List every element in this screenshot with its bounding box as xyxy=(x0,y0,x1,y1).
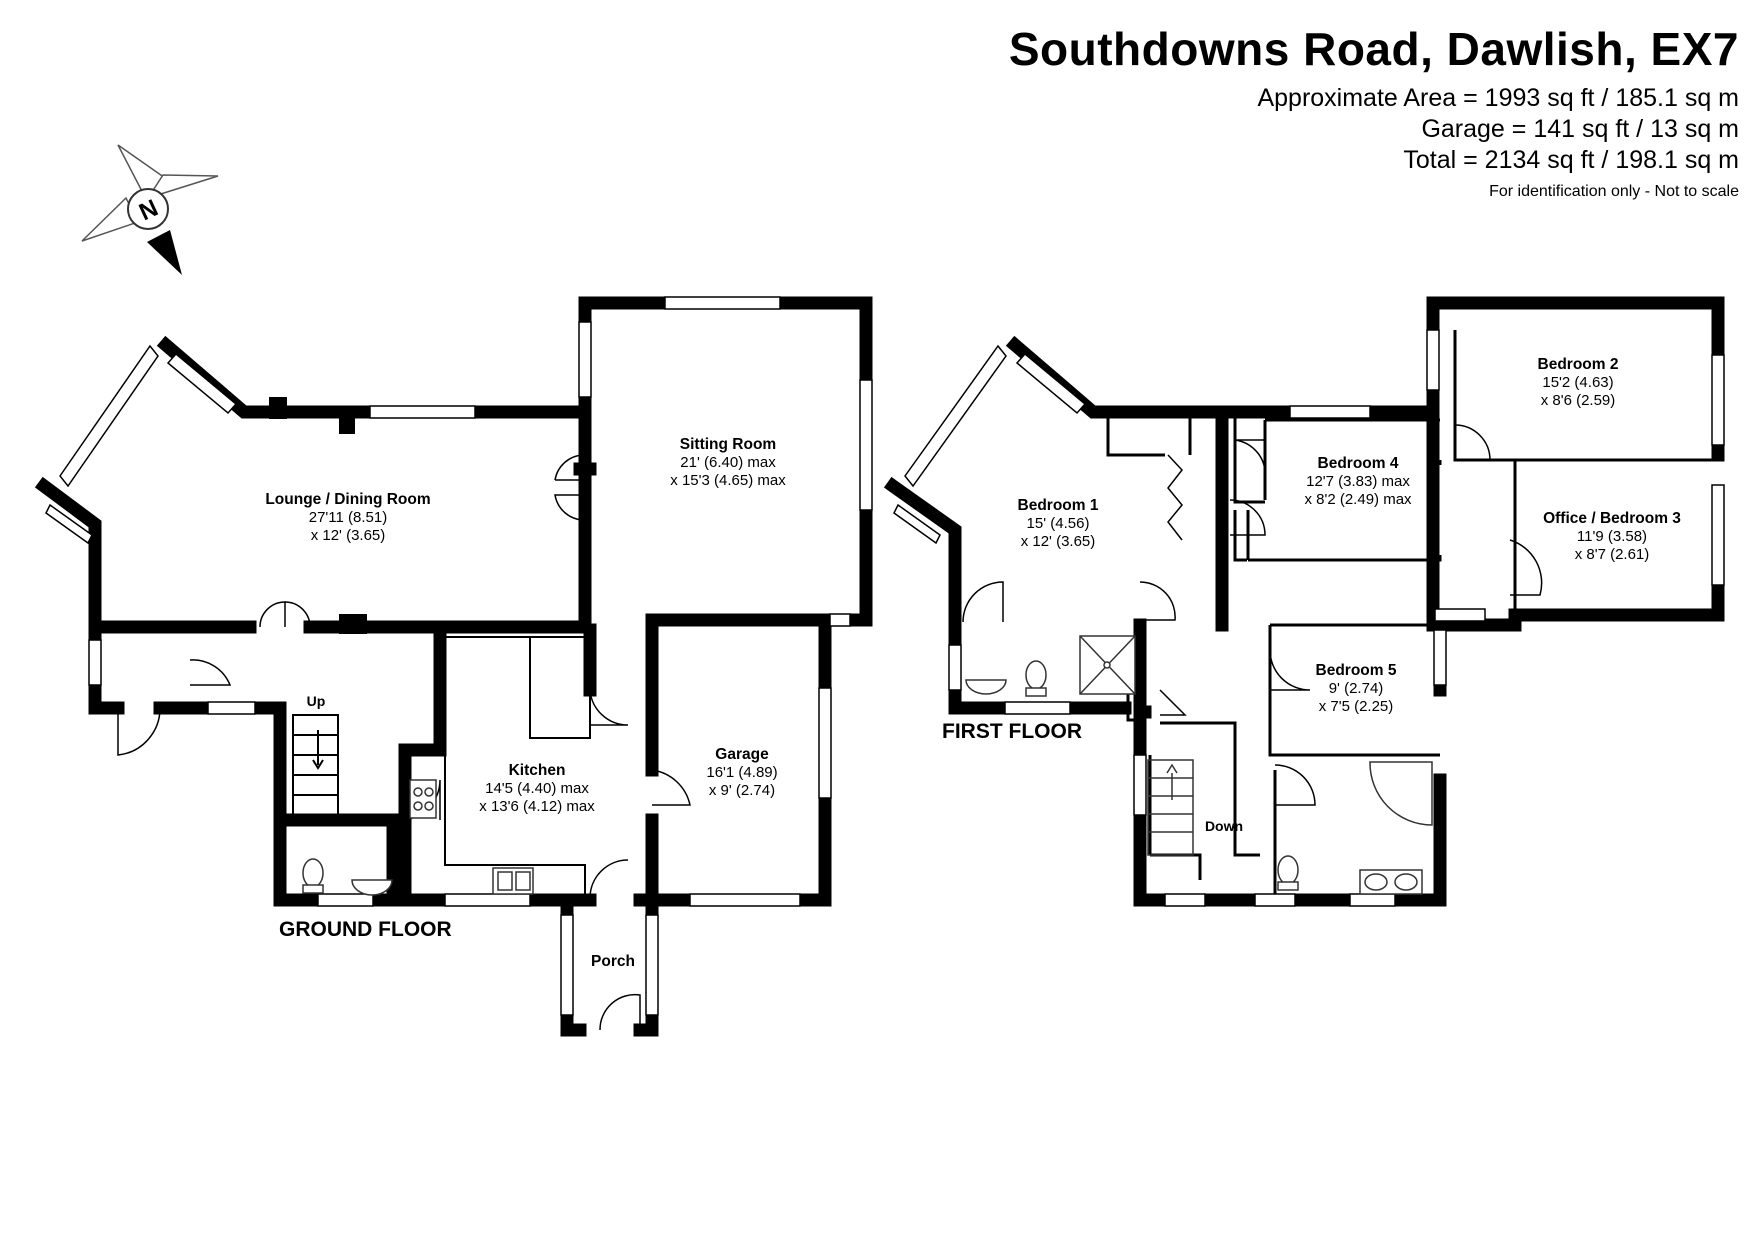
room-lounge-label: Lounge / Dining Room 27'11 (8.51) x 12' … xyxy=(265,491,430,545)
basin-icon xyxy=(351,879,393,896)
room-bedroom1-label: Bedroom 1 15' (4.56) x 12' (3.65) xyxy=(1018,497,1099,551)
room-sitting-label: Sitting Room 21' (6.40) max x 15'3 (4.65… xyxy=(670,436,785,490)
ground-wc-fixtures xyxy=(302,858,393,896)
room-dimension: x 8'6 (2.59) xyxy=(1540,392,1616,409)
room-dimension: x 13'6 (4.12) max xyxy=(479,798,595,815)
room-dimension: 15' (4.56) xyxy=(1026,515,1090,532)
room-name: Bedroom 4 xyxy=(1317,455,1399,472)
property-title: Southdowns Road, Dawlish, EX7 xyxy=(1008,23,1739,75)
approximate-area: Approximate Area = 1993 sq ft / 185.1 sq… xyxy=(1257,84,1739,112)
basin-icon xyxy=(965,679,1007,695)
toilet-icon xyxy=(1277,855,1299,885)
room-dimension: x 8'7 (2.61) xyxy=(1574,546,1650,563)
room-name: Lounge / Dining Room xyxy=(265,491,431,508)
compass-icon: N xyxy=(81,144,219,275)
room-name: Bedroom 1 xyxy=(1017,497,1099,514)
disclaimer-note: For identification only - Not to scale xyxy=(1489,183,1739,200)
hob-icon xyxy=(409,779,437,819)
room-name: Bedroom 2 xyxy=(1537,356,1619,373)
first-floor-label: FIRST FLOOR xyxy=(942,720,1082,743)
room-kitchen-label: Kitchen 14'5 (4.40) max x 13'6 (4.12) ma… xyxy=(479,762,594,816)
garage-area: Garage = 141 sq ft / 13 sq m xyxy=(1421,115,1739,143)
room-dimension: 11'9 (3.58) xyxy=(1576,528,1648,545)
total-area: Total = 2134 sq ft / 198.1 sq m xyxy=(1403,146,1739,174)
room-dimension: x 15'3 (4.65) max xyxy=(670,472,786,489)
room-name: Sitting Room xyxy=(679,436,777,453)
room-dimension: 21' (6.40) max xyxy=(680,454,776,471)
room-dimension: 27'11 (8.51) xyxy=(308,509,388,526)
room-name: Porch xyxy=(591,953,635,970)
room-bedroom4-label: Bedroom 4 12'7 (3.83) max x 8'2 (2.49) m… xyxy=(1304,455,1411,509)
room-dimension: x 9' (2.74) xyxy=(708,782,776,799)
room-dimension: x 7'5 (2.25) xyxy=(1318,698,1394,715)
room-dimension: 15'2 (4.63) xyxy=(1542,374,1614,391)
first-floor-windows xyxy=(893,329,1725,907)
room-porch-label: Porch xyxy=(591,953,635,971)
corner-shower-icon xyxy=(1369,761,1433,826)
ground-floor-doors xyxy=(117,454,691,1031)
room-dimension: 14'5 (4.40) max xyxy=(485,780,589,797)
room-name: Garage xyxy=(715,746,769,763)
room-dimension: 12'7 (3.83) max xyxy=(1306,473,1410,490)
ground-floor-label: GROUND FLOOR xyxy=(279,918,452,941)
room-name: Kitchen xyxy=(508,762,566,779)
room-dimension: 9' (2.74) xyxy=(1328,680,1384,697)
toilet-icon xyxy=(1025,660,1047,690)
room-bedroom2-label: Bedroom 2 15'2 (4.63) x 8'6 (2.59) xyxy=(1538,356,1619,410)
room-name: Bedroom 5 xyxy=(1315,662,1397,679)
kitchen-fixtures xyxy=(409,779,534,895)
room-dimension: x 8'2 (2.49) max xyxy=(1304,491,1412,508)
ground-floor-windows xyxy=(45,296,873,1016)
first-floor-fixtures xyxy=(965,635,1433,895)
first-floor-doors xyxy=(962,424,1543,806)
room-dimension: x 12' (3.65) xyxy=(1020,533,1096,550)
room-dimension: x 12' (3.65) xyxy=(310,527,386,544)
toilet-icon xyxy=(302,858,324,888)
stairs-down-label: Down xyxy=(1204,818,1244,834)
stairs-up-label: Up xyxy=(306,693,326,709)
room-bedroom5-label: Bedroom 5 9' (2.74) x 7'5 (2.25) xyxy=(1316,662,1397,716)
room-office-label: Office / Bedroom 3 11'9 (3.58) x 8'7 (2.… xyxy=(1543,510,1681,564)
room-garage-label: Garage 16'1 (4.89) x 9' (2.74) xyxy=(706,746,777,800)
room-name: Office / Bedroom 3 xyxy=(1543,510,1681,527)
room-dimension: 16'1 (4.89) xyxy=(706,764,778,781)
